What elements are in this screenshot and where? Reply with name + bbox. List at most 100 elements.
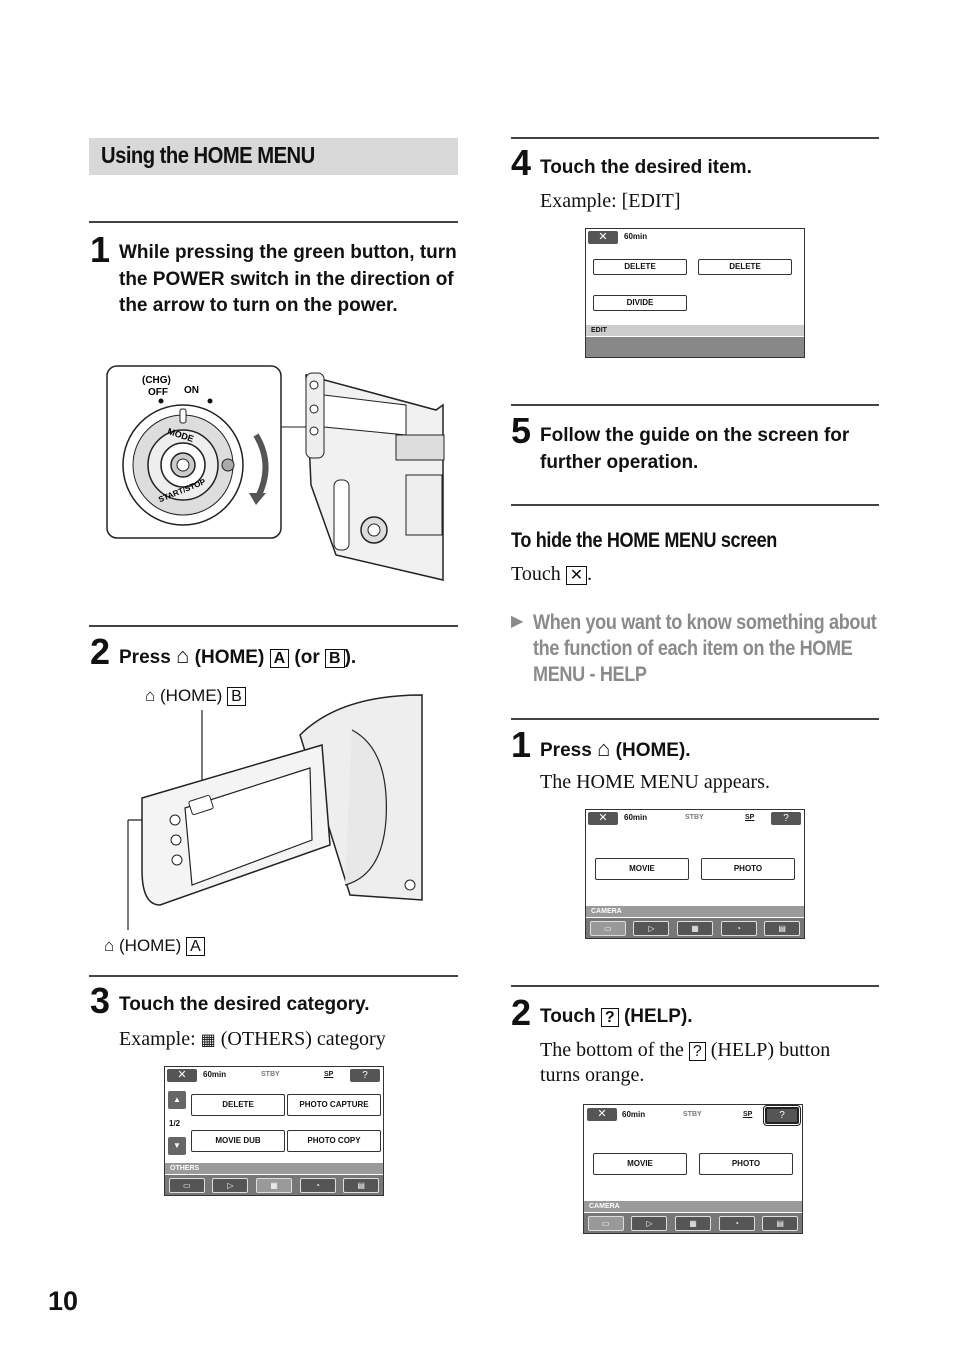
photo-button[interactable]: PHOTO [701, 858, 795, 880]
home-b-callout: ⌂ (HOME) B [145, 686, 246, 706]
screen-footer [586, 337, 804, 357]
divider [511, 404, 879, 406]
movie-button[interactable]: MOVIE [595, 858, 689, 880]
tab-manage-media[interactable]: ◔ [718, 1215, 755, 1231]
touch-text: Touch [511, 563, 561, 585]
tab-settings[interactable]: ▤ [764, 920, 801, 936]
home-a-callout: ⌂ (HOME) A [104, 936, 205, 956]
camera-lcd-illustration [127, 694, 423, 930]
step-description: The HOME MENU appears. [540, 771, 770, 793]
step-title: Press ⌂ (HOME) A (or B). [119, 643, 464, 672]
step-title: Touch the desired category. [119, 994, 370, 1015]
tab-others[interactable]: ▦ [255, 1177, 292, 1193]
tab-camera[interactable]: ▭ [168, 1177, 205, 1193]
photo-copy-button[interactable]: PHOTO COPY [287, 1130, 381, 1152]
press-text: Press [119, 647, 171, 668]
off-label: OFF [148, 387, 168, 398]
step-number: 1 [90, 229, 111, 270]
category-label: EDIT [586, 325, 804, 336]
help-icon: ? [600, 1008, 619, 1027]
step-title: Touch the desired item. [540, 157, 752, 178]
home-text: (HOME) [194, 647, 265, 668]
step-description: The bottom of the ? (HELP) button turns … [540, 1038, 870, 1088]
hide-heading: To hide the HOME MENU screen [511, 529, 777, 552]
home-icon: ⌂ [597, 736, 611, 761]
category-tabs: ▭ ▷ ▦ ◔ ▤ [586, 918, 804, 938]
category-label: CAMERA [586, 906, 804, 917]
movie-button[interactable]: MOVIE [593, 1153, 687, 1175]
sp-indicator: SP [743, 1111, 753, 1118]
movie-dub-button[interactable]: MOVIE DUB [191, 1130, 285, 1152]
help-button[interactable]: ? [350, 1069, 380, 1082]
photo-capture-button[interactable]: PHOTO CAPTURE [287, 1094, 381, 1116]
scroll-up-button[interactable]: ▲ [168, 1091, 186, 1109]
close-button[interactable]: ✕ [587, 1108, 617, 1121]
tab-others[interactable]: ▦ [674, 1215, 711, 1231]
home-b-label: (HOME) [160, 686, 223, 705]
sp-indicator: SP [324, 1071, 334, 1078]
divider [89, 625, 458, 627]
desc-part-2: (HELP) button turns orange. [540, 1039, 831, 1086]
help-button-highlighted[interactable]: ? [763, 1105, 801, 1126]
help-button[interactable]: ? [771, 812, 801, 825]
tab-camera[interactable]: ▭ [587, 1215, 624, 1231]
others-icon: ▦ [200, 1030, 216, 1049]
step-example: Example: [EDIT] [540, 190, 681, 212]
close-icon: ✕ [565, 566, 588, 585]
stby-indicator: STBY [685, 814, 704, 821]
example-label: Example: [119, 1028, 196, 1050]
delete-button[interactable]: DELETE [191, 1094, 285, 1116]
desc-part-1: The bottom of the [540, 1039, 684, 1061]
step-number: 2 [90, 631, 111, 672]
tab-view-images[interactable]: ▷ [633, 920, 670, 936]
divider [511, 718, 879, 720]
example-rest: (OTHERS) category [220, 1028, 386, 1050]
close-button[interactable]: ✕ [167, 1069, 197, 1082]
help-text: (HELP). [623, 1006, 693, 1027]
edit-menu-screen: ✕ 60min DELETE DELETE DIVIDE EDIT [585, 228, 805, 358]
power-switch-illustration: (CHG) OFF ON MODE START/STOP [106, 365, 445, 581]
tab-settings[interactable]: ▤ [762, 1215, 799, 1231]
scroll-down-button[interactable]: ▼ [168, 1137, 186, 1155]
step-title: Press ⌂ (HOME). [540, 736, 691, 765]
tab-manage-media[interactable]: ◔ [299, 1177, 336, 1193]
divide-button[interactable]: DIVIDE [593, 295, 687, 311]
home-text: (HOME). [615, 740, 691, 761]
step-title: Follow the guide on the screen for furth… [540, 425, 850, 473]
battery-indicator: 60min [624, 813, 648, 822]
tab-settings[interactable]: ▤ [343, 1177, 380, 1193]
home-icon: ⌂ [145, 686, 156, 705]
help-icon: ? [688, 1042, 706, 1061]
tab-others[interactable]: ▦ [676, 920, 713, 936]
tab-view-images[interactable]: ▷ [631, 1215, 668, 1231]
battery-indicator: 60min [624, 232, 648, 241]
photo-button[interactable]: PHOTO [699, 1153, 793, 1175]
delete-photo-button[interactable]: DELETE [698, 259, 792, 275]
category-tabs: ▭ ▷ ▦ ◔ ▤ [584, 1213, 802, 1233]
sp-indicator: SP [745, 814, 755, 821]
category-tabs: ▭ ▷ ▦ ◔ ▤ [165, 1175, 383, 1195]
step-number: 1 [511, 724, 532, 765]
close-button[interactable]: ✕ [588, 812, 618, 825]
category-label: CAMERA [584, 1201, 802, 1212]
divider [511, 985, 879, 987]
hide-instruction: Touch ✕. [511, 563, 593, 585]
letter-a-box: A [269, 649, 290, 668]
letter-b-box: B [227, 687, 246, 706]
help-heading: When you want to know something about th… [533, 611, 877, 686]
tab-camera[interactable]: ▭ [589, 920, 626, 936]
on-label: ON [184, 385, 199, 396]
step-example: Example: ▦ (OTHERS) category [119, 1027, 386, 1052]
page-number: 10 [48, 1286, 79, 1316]
divider [89, 221, 458, 223]
tab-manage-media[interactable]: ◔ [720, 920, 757, 936]
step-title: Touch ? (HELP). [540, 1004, 693, 1031]
tab-view-images[interactable]: ▷ [212, 1177, 249, 1193]
home-menu-screen: ✕ 60min STBY SP ? MOVIE PHOTO CAMERA ▭ ▷… [585, 809, 805, 939]
stby-indicator: STBY [683, 1111, 702, 1118]
delete-movie-button[interactable]: DELETE [593, 259, 687, 275]
close-button[interactable]: ✕ [588, 231, 618, 244]
step-number: 2 [511, 992, 532, 1033]
home-a-label: (HOME) [119, 936, 182, 955]
battery-indicator: 60min [622, 1110, 646, 1119]
